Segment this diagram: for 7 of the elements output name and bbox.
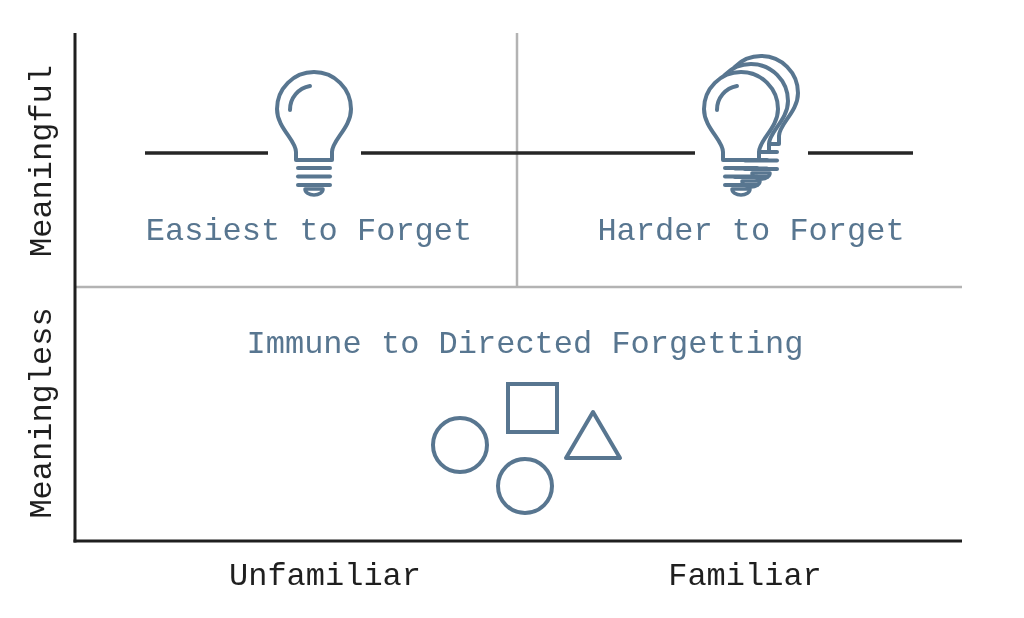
quadrant-label: Immune to Directed Forgetting bbox=[246, 329, 804, 361]
quadrant-label: Harder to Forget bbox=[597, 216, 905, 248]
axis-label: Familiar bbox=[668, 561, 822, 593]
axis-label: Unfamiliar bbox=[229, 561, 421, 593]
quadrant-label: Easiest to Forget bbox=[145, 216, 473, 248]
axis-label: Meaningful bbox=[27, 65, 59, 257]
axis-label: Meaningless bbox=[27, 307, 59, 519]
